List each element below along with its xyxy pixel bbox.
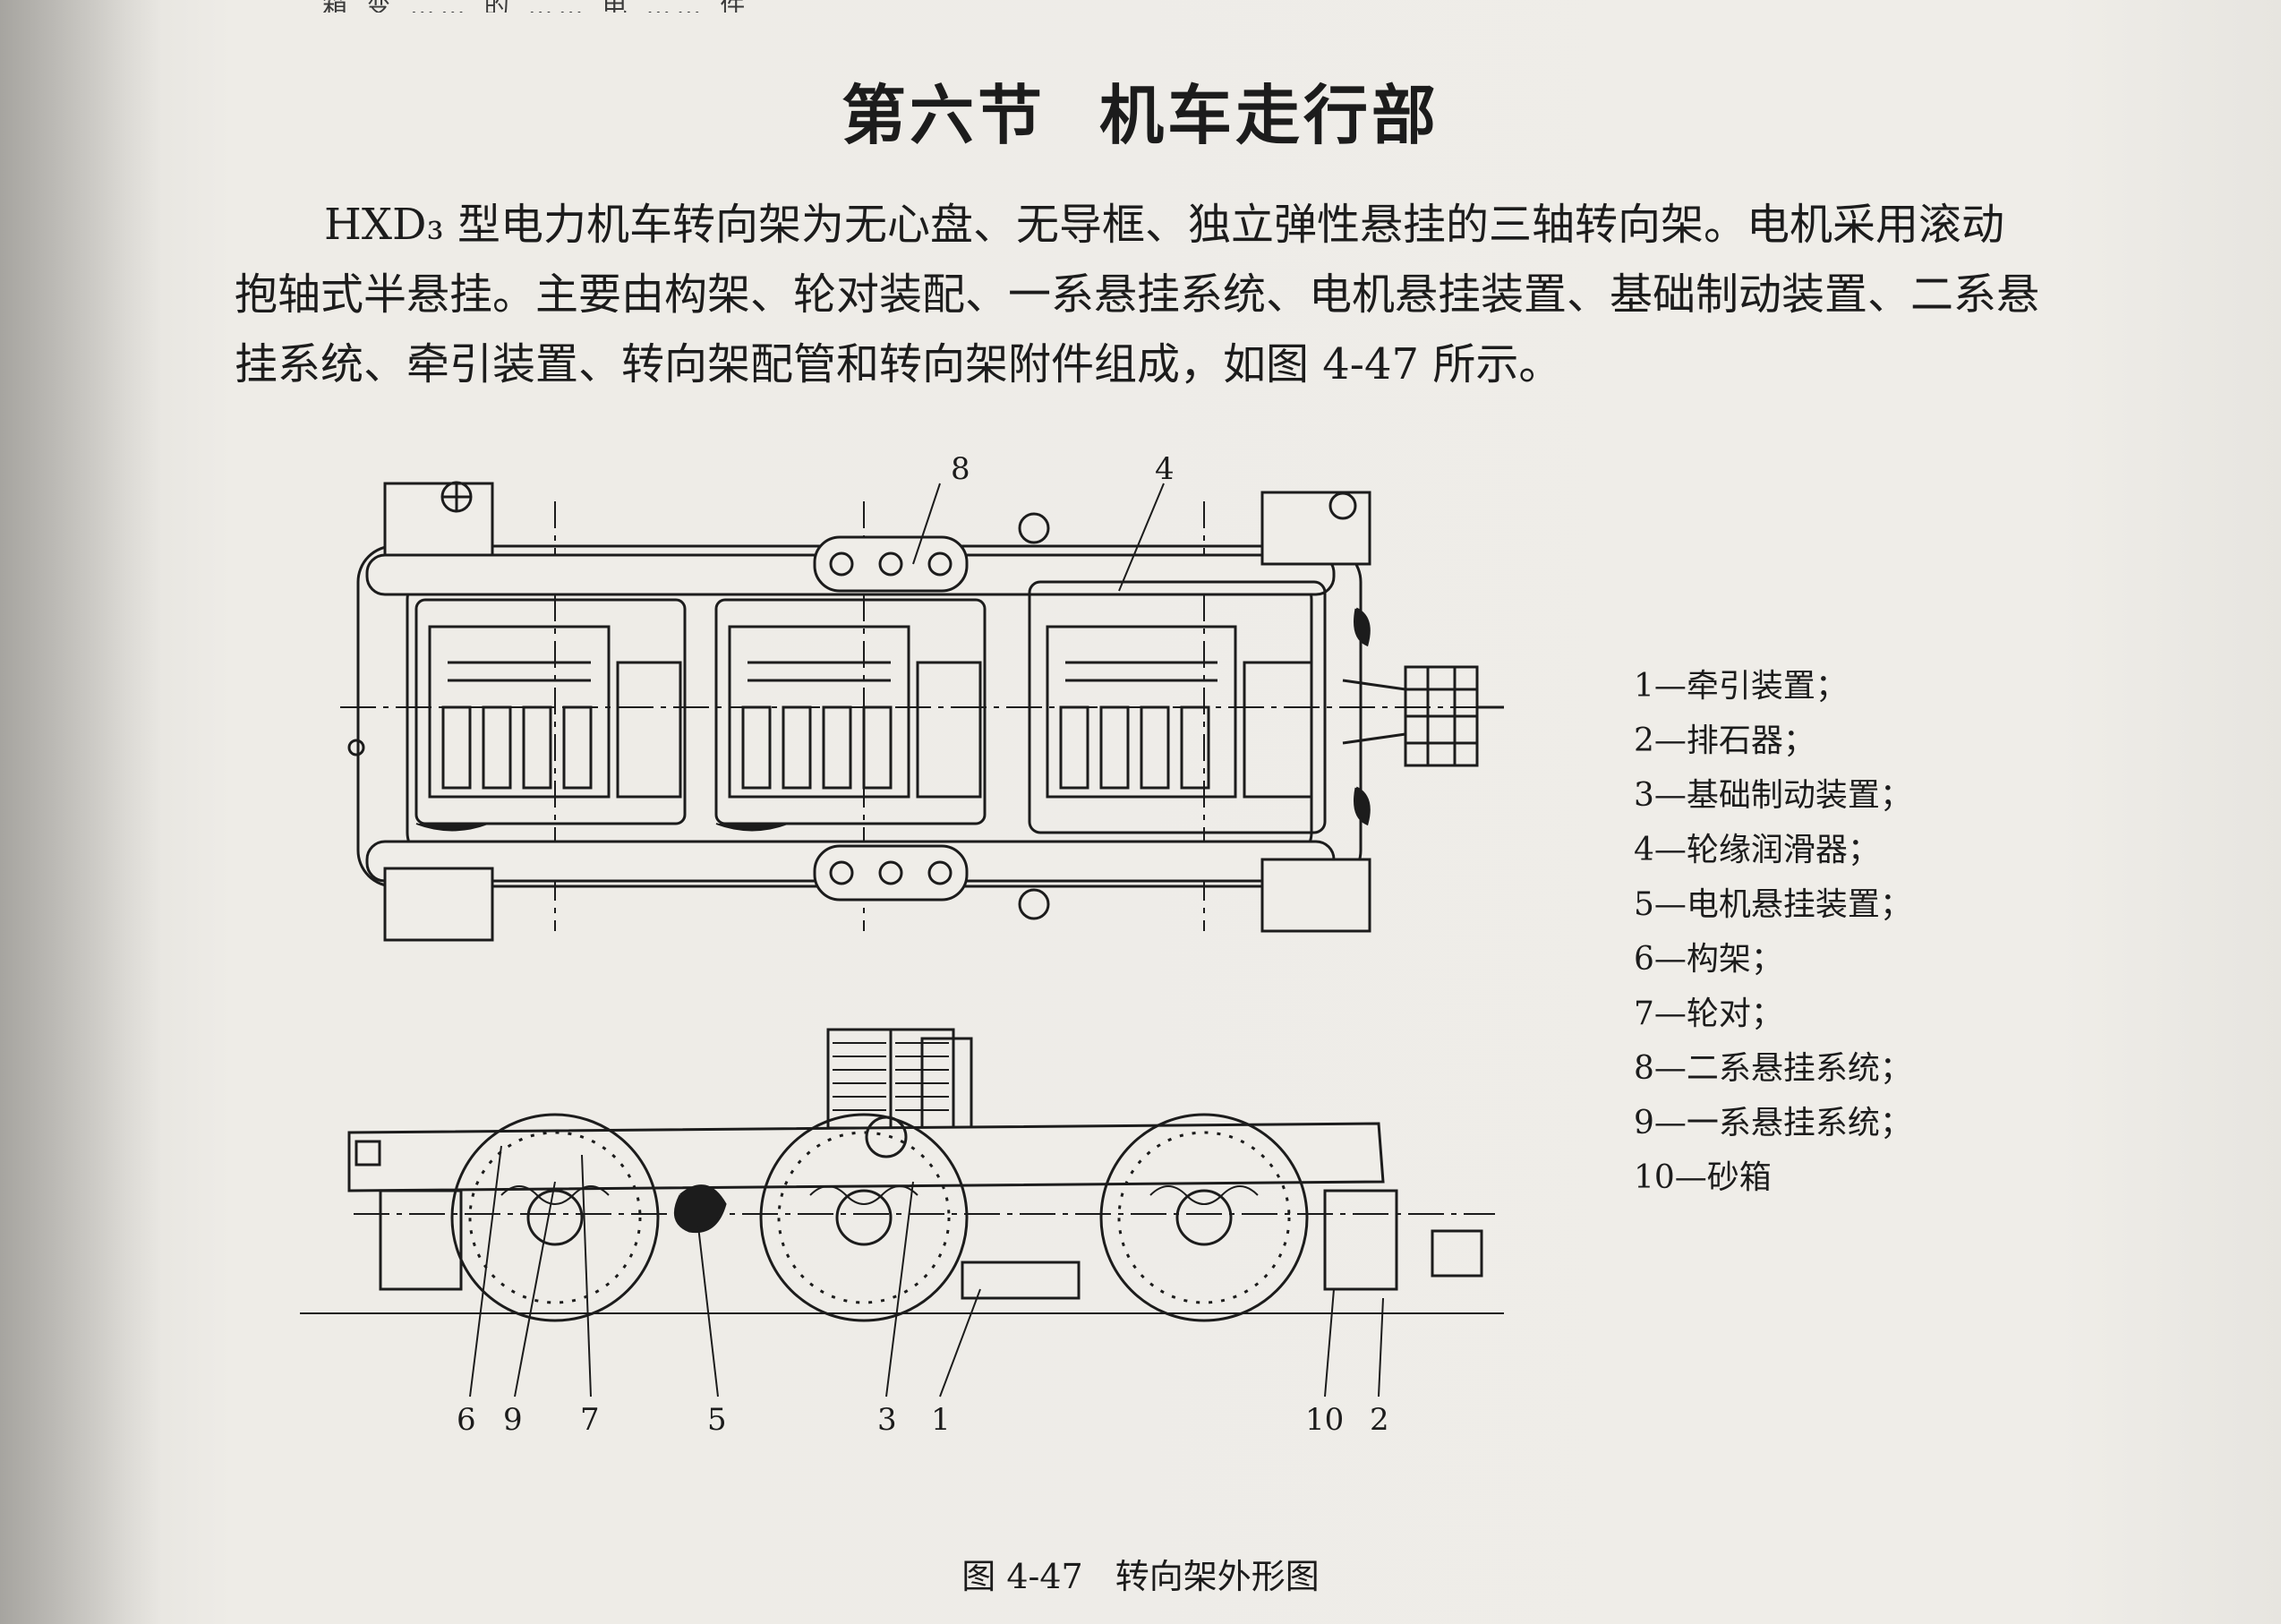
legend-item-9: 9—一系悬挂系统； [1634,1105,1912,1141]
frame-inner [406,571,1313,861]
frame-outline [356,544,1363,888]
section-title: 机车走行部 [1099,78,1440,153]
end-bracket-bl [383,867,494,942]
sandbox-right [1323,1189,1398,1291]
callout-10: 10 [1305,1402,1344,1438]
end-bracket-tr [1260,491,1371,566]
figure-legend: 1—牵引装置； 2—排石器； 3—基础制动装置； 4—轮缘润滑器； 5—电机悬挂… [1634,659,2010,1205]
flange-lubricator-bottom [1354,786,1371,826]
flange-lubricator-top [1354,607,1371,647]
legend-item-10: 10—砂箱 [1634,1159,1772,1196]
figure-caption: 图 4-47 转向架外形图 [0,1549,2281,1598]
body-paragraph: HXD₃ 型电力机车转向架为无心盘、无导框、独立弹性悬挂的三轴转向架。电机采用滚… [235,190,2070,399]
callout-6: 6 [457,1402,476,1438]
legend-item-3: 3—基础制动装置； [1634,777,1912,814]
motor-suspension [673,1184,727,1234]
page-spine-shadow [0,0,161,1624]
callout-5: 5 [707,1402,727,1438]
callout-1: 1 [931,1402,951,1438]
bolt-top-center [1018,512,1050,544]
end-bracket-br [1260,858,1371,933]
paragraph-line-3: 挂系统、牵引装置、转向架配管和转向架附件组成，如图 4-47 所示。 [235,339,1562,389]
legend-item-7: 7—轮对； [1634,996,1783,1032]
bogie-plan-view [340,481,1504,942]
paragraph-line-2: 抱轴式半悬挂。主要由构架、轮对装配、一系悬挂系统、电机悬挂装置、基础制动装置、二… [235,269,2040,320]
bolt-bottom-center [1018,888,1050,920]
callout-9: 9 [503,1402,523,1438]
figure-title: 转向架外形图 [1115,1557,1320,1596]
cowcatcher-plate [1431,1229,1483,1278]
legend-item-6: 6—构架； [1634,941,1783,978]
wheelset-block-2 [714,598,987,832]
figure-number: 图 4-47 [961,1557,1083,1596]
leader-lines [469,483,1384,1397]
bogie-side-view [300,483,1504,1397]
callout-3: 3 [877,1402,897,1438]
wheelset-block-1 [414,598,687,832]
section-heading: 第六节机车走行部 [0,63,2281,157]
legend-item-4: 4—轮缘润滑器； [1634,832,1880,868]
frame-end-plate [355,1140,381,1167]
callout-4: 4 [1155,451,1175,487]
paragraph-line-1: HXD₃ 型电力机车转向架为无心盘、无导框、独立弹性悬挂的三轴转向架。电机采用滚… [324,200,2005,250]
side-frame-beam [347,1122,1385,1192]
callout-2: 2 [1370,1402,1389,1438]
cut-off-top-line: 箱 变 …… 的 …… 电 …… 件 [322,0,1217,13]
primary-springs [500,1185,1259,1205]
wheel-2 [759,1113,969,1322]
secondary-suspension-top [813,535,969,593]
wheelset-block-3 [1028,580,1327,834]
section-number: 第六节 [841,78,1046,153]
sandbox-left [379,1189,463,1291]
traction-device [961,1261,1081,1300]
wheel-3 [1099,1113,1309,1322]
legend-item-8: 8—二系悬挂系统； [1634,1050,1912,1087]
end-bracket-tl [383,482,494,557]
legend-item-5: 5—电机悬挂装置； [1634,886,1912,923]
secondary-suspension-bottom [813,844,969,902]
legend-item-2: 2—排石器； [1634,722,1815,759]
wheel-1 [450,1113,660,1322]
callout-7: 7 [580,1402,600,1438]
legend-item-1: 1—牵引装置； [1634,668,1848,705]
callout-8: 8 [951,451,970,487]
